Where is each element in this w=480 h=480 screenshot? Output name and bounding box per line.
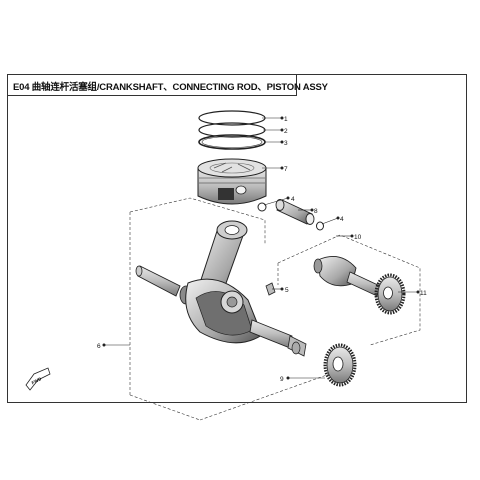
diagram-title: E04 曲轴连杆活塞组/CRANKSHAFT、CONNECTING ROD、PI… [13,82,328,93]
callout-5: 5 [285,287,289,294]
callout-labels: 1 2 3 7 4 8 4 10 5 11 6 9 [97,116,427,383]
callout-1: 1 [284,116,288,123]
balancer-group-outline [277,234,421,346]
piston [197,158,267,205]
piston-rings [198,110,266,150]
callout-3: 3 [284,140,288,147]
balancer-gear [374,273,406,315]
callout-7: 7 [284,166,288,173]
callout-2: 2 [284,128,288,135]
callout-6: 6 [97,343,101,350]
forward-arrow-label: FWD [31,376,43,386]
crankshaft [135,265,307,357]
title-box [7,74,297,96]
callout-9: 9 [280,376,284,383]
balancer-shaft [313,255,381,297]
callout-8: 8 [314,208,318,215]
callout-11: 11 [420,290,427,297]
leader-lines [102,116,420,380]
forward-arrow-icon: FWD [25,367,51,391]
crank-drive-gear [323,343,357,387]
callout-4-upper: 4 [291,196,295,203]
callout-10: 10 [354,234,362,241]
piston-pin-assembly [257,199,324,231]
woodruff-key [265,282,276,296]
callout-4-lower: 4 [340,216,344,223]
